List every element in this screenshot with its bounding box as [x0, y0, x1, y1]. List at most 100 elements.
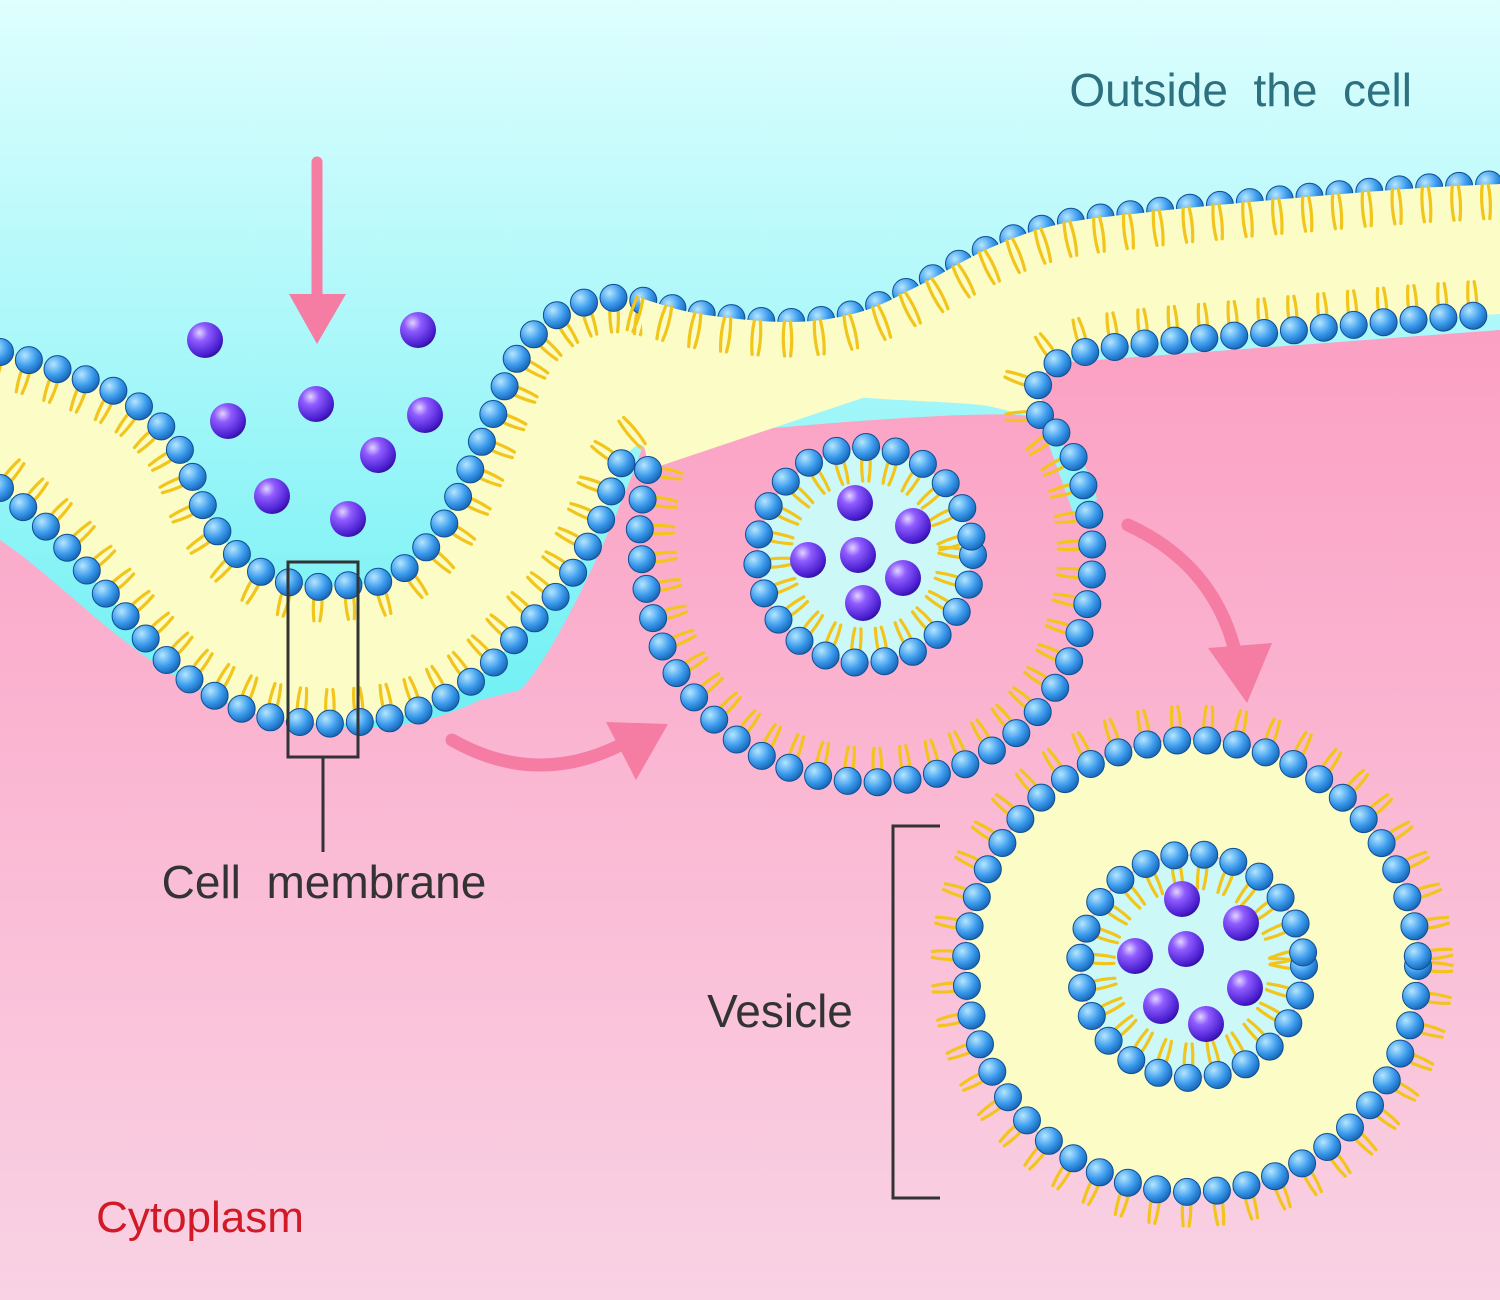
phospholipid-heads: [0, 449, 636, 738]
phospholipid-head-icon: [1288, 1149, 1317, 1178]
solute-particle-icon: [1117, 938, 1153, 974]
phospholipid-head-icon: [1349, 805, 1378, 834]
phospholipid-head-icon: [804, 761, 833, 790]
phospholipid-head-icon: [852, 433, 881, 461]
phospholipid-head-icon: [1130, 329, 1159, 358]
phospholipid-head-icon: [1173, 1177, 1201, 1206]
solute-particle-icon: [1168, 931, 1204, 967]
phospholipid-head-icon: [632, 574, 661, 603]
phospholipid-head-icon: [404, 696, 433, 725]
phospholipid-head-icon: [942, 597, 971, 626]
phospholipid-head-icon: [0, 474, 14, 502]
phospholipid-head-icon: [743, 550, 772, 579]
phospholipid-head-icon: [247, 557, 275, 586]
phospholipid-head-icon: [840, 648, 869, 677]
phospholipid-head-icon: [627, 545, 656, 574]
solute-particle-icon: [330, 501, 366, 537]
phospholipid-head-icon: [9, 493, 38, 522]
phospholipid-head-icon: [1034, 1126, 1063, 1155]
phospholipid-head-icon: [1190, 324, 1219, 353]
phospholipid-head-icon: [1072, 914, 1101, 943]
phospholipid-head-icon: [1002, 719, 1031, 748]
phospholipid-head-icon: [178, 462, 207, 491]
phospholipid-head-icon: [175, 665, 204, 694]
phospholipid-head-icon: [71, 365, 100, 394]
phospholipid-head-icon: [978, 1057, 1007, 1086]
phospholipid-head-icon: [893, 765, 922, 794]
phospholipid-head-icon: [607, 449, 636, 478]
phospholipid-head-icon: [1059, 443, 1088, 471]
phospholipid-head-icon: [541, 582, 570, 611]
phospholipid-head-icon: [745, 520, 773, 549]
phospholipid-heads: [625, 418, 1107, 797]
phospholipid-head-icon: [147, 412, 176, 441]
phospholipid-head-icon: [700, 705, 729, 734]
phospholipid-head-icon: [870, 647, 899, 676]
phospholipid-head-icon: [994, 1083, 1022, 1112]
phospholipid-head-icon: [587, 505, 616, 534]
phospholipid-head-icon: [951, 750, 980, 779]
phospholipid-head-icon: [200, 681, 229, 710]
phospholipid-head-icon: [1232, 1171, 1261, 1200]
bilayer-core: [966, 740, 1418, 1192]
phospholipid-head-icon: [1289, 938, 1318, 967]
phospholipid-head-icon: [431, 683, 460, 712]
phospholipid-head-icon: [1231, 1050, 1260, 1079]
phospholipid-head-icon: [1113, 1168, 1142, 1197]
phospholipid-head-icon: [973, 855, 1002, 884]
phospholipid-head-icon: [1041, 673, 1070, 702]
phospholipid-head-icon: [364, 567, 393, 596]
phospholipid-head-icon: [1043, 349, 1072, 378]
solute-particle-icon: [1223, 905, 1259, 941]
phospholipid-head-icon: [1023, 698, 1052, 727]
phospholipid-head-icon: [1100, 333, 1129, 361]
phospholipid-head-icon: [1336, 1113, 1364, 1142]
solute-particle-icon: [360, 437, 396, 473]
phospholipid-head-icon: [1372, 1066, 1401, 1095]
solute-particle-icon: [790, 542, 826, 578]
phospholipid-head-icon: [1106, 865, 1135, 894]
phospholipid-head-icon: [1459, 301, 1488, 330]
phospholipid-head-icon: [1382, 855, 1411, 884]
phospholipid-head-icon: [754, 492, 783, 521]
phospholipid-head-icon: [750, 579, 779, 608]
solute-particle-icon: [885, 560, 921, 596]
phospholipid-head-icon: [1193, 726, 1222, 755]
phospholipid-head-icon: [222, 540, 251, 568]
phospholipid-head-icon: [542, 301, 571, 330]
phospholipid-head-icon: [430, 509, 459, 538]
phospholipid-head-icon: [152, 646, 181, 674]
phospholipid-head-icon: [1071, 338, 1100, 366]
phospholipid-head-icon: [1245, 862, 1274, 891]
phospholipid-heads: [1066, 840, 1318, 1092]
phospholipid-head-icon: [1281, 909, 1310, 938]
bilayer-core: [640, 184, 1500, 440]
phospholipid-head-icon: [345, 708, 374, 736]
phospholipid-head-icon: [747, 741, 776, 770]
phospholipid-head-icon: [1055, 647, 1084, 676]
phospholipid-head-icon: [1393, 883, 1422, 912]
phospholipid-head-icon: [1402, 981, 1430, 1010]
phospholipid-head-icon: [227, 694, 256, 723]
phospholipid-head-icon: [833, 766, 862, 795]
phospholipid-head-icon: [1279, 750, 1308, 778]
phospholipid-head-icon: [1220, 321, 1249, 350]
phospholipid-head-icon: [898, 637, 927, 666]
solute-particle-icon: [187, 322, 223, 358]
phospholipid-head-icon: [1305, 765, 1334, 794]
phospholipid-head-icon: [1160, 326, 1189, 355]
vesicle-label: Vesicle: [707, 985, 853, 1037]
phospholipid-head-icon: [922, 759, 951, 788]
phospholipid-head-icon: [1117, 1046, 1146, 1075]
phospholipid-head-icon: [315, 709, 344, 738]
solute-particle-icon: [1164, 881, 1200, 917]
phospholipid-head-icon: [1027, 783, 1056, 812]
phospholipid-head-icon: [334, 571, 363, 600]
phospholipid-head-icon: [1403, 942, 1432, 971]
phospholipid-head-icon: [1429, 303, 1458, 332]
phospholipid-head-icon: [648, 632, 677, 661]
phospholipid-head-icon: [479, 648, 508, 677]
phospholipid-head-icon: [490, 372, 519, 401]
phospholipid-head-icon: [625, 515, 654, 544]
phospholipid-head-icon: [1160, 841, 1189, 870]
